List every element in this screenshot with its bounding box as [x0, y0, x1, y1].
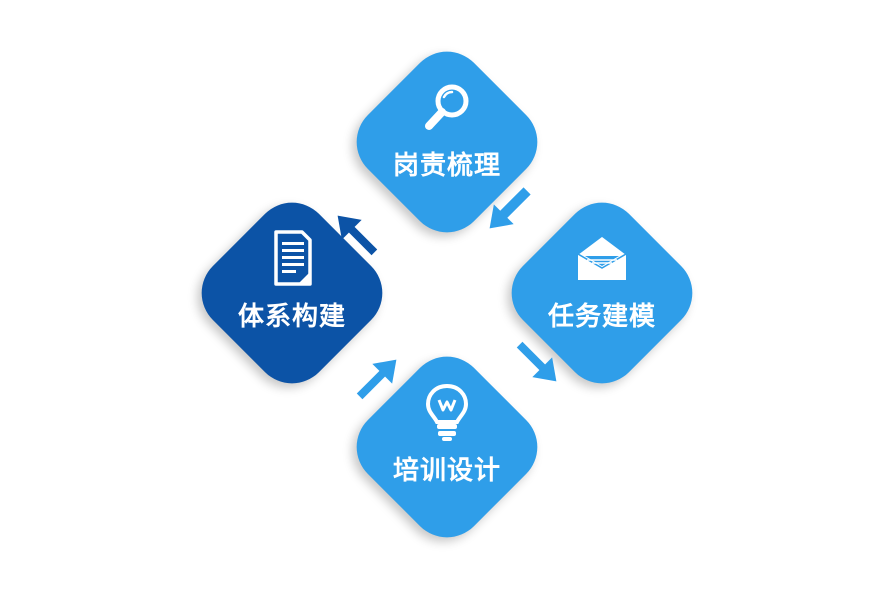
envelope-icon	[576, 235, 628, 280]
step-label-bottom: 培训设计	[392, 456, 501, 486]
magnifier-icon	[425, 84, 469, 130]
arrow-up-left-icon	[356, 359, 397, 400]
document-icon	[274, 230, 312, 286]
arrow-up-right-icon	[337, 215, 378, 256]
step-label-right: 任务建模	[547, 302, 656, 332]
lightbulb-icon	[425, 383, 469, 441]
step-label-left: 体系构建	[237, 302, 346, 332]
arrow-down-left-icon	[516, 341, 557, 382]
step-left: 体系构建	[185, 186, 399, 400]
step-bottom: 培训设计	[340, 340, 554, 554]
step-top: 岗责梳理	[340, 35, 554, 249]
step-right: 任务建模	[495, 186, 709, 400]
step-label-top: 岗责梳理	[392, 151, 501, 181]
arrow-down-right-icon	[489, 187, 531, 229]
